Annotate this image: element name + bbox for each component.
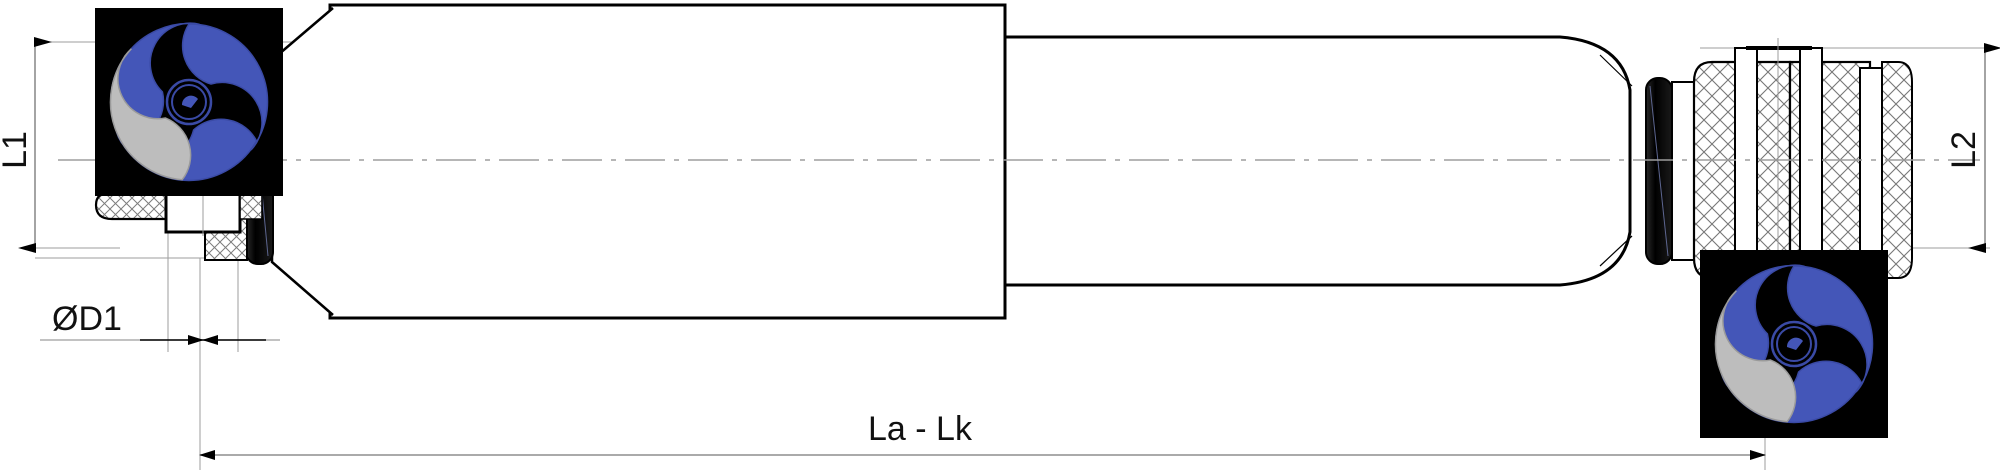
nose-taper [1599,54,1633,267]
left-bushing-assembly [94,190,263,236]
dimension-label-L2: L2 [1945,131,1983,169]
right-end-fitting [1645,38,1913,300]
dimension-label-D1: ØD1 [52,300,122,338]
watermark-logo-left [95,8,283,196]
dimension-L2: L2 [1945,43,2000,253]
dimension-D1: ØD1 [40,300,280,345]
cylinder-body-large [328,3,1007,320]
dimension-label-La-Lk: La - Lk [868,410,973,448]
watermark-logo-right [1700,250,1888,438]
dimension-La-Lk: La - Lk [199,410,1766,460]
dimension-label-L1: L1 [0,131,34,169]
dimension-L1: L1 [0,37,52,253]
cylinder-body-small [1003,35,1632,287]
